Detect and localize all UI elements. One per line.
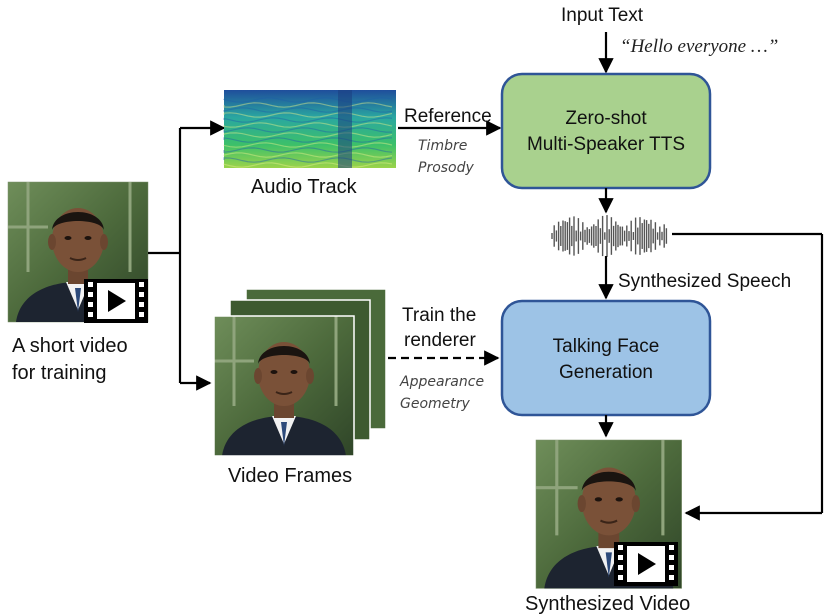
source-label-line2: for training [12, 362, 107, 384]
train-attr-appearance: Appearance [399, 374, 484, 390]
talking-face-box-line2: Generation [559, 362, 653, 383]
video-frames-label: Video Frames [228, 465, 352, 487]
reference-label: Reference [404, 106, 492, 127]
tts-box-line2: Multi-Speaker TTS [527, 134, 685, 155]
input-text-label: Input Text [561, 5, 644, 26]
video-frames-stack [212, 288, 387, 458]
input-text-quote: “Hello everyone …” [620, 36, 778, 57]
source-label-line1: A short video [12, 335, 128, 357]
reference-attr-prosody: Prosody [418, 160, 475, 176]
train-label-line2: renderer [404, 330, 476, 351]
talking-face-box-line1: Talking Face [553, 336, 660, 357]
video-play-icon [614, 542, 678, 586]
audio-track-label: Audio Track [251, 176, 358, 198]
video-play-icon [84, 279, 148, 323]
tts-box: Zero-shot Multi-Speaker TTS [500, 72, 712, 190]
train-label-line1: Train the [402, 305, 476, 326]
talking-face-box: Talking Face Generation [500, 299, 712, 417]
synthesized-video-label: Synthesized Video [525, 593, 690, 615]
train-attr-geometry: Geometry [400, 396, 471, 412]
spectrogram-icon [223, 90, 396, 168]
waveform-icon [551, 215, 668, 257]
synthesized-video-thumbnail [534, 438, 684, 590]
speech-loop-connector [672, 232, 824, 521]
synthesized-speech-label: Synthesized Speech [618, 271, 791, 292]
source-video-thumbnail [6, 180, 150, 324]
tts-box-line1: Zero-shot [565, 108, 647, 129]
reference-attr-timbre: Timbre [418, 138, 467, 154]
branch-connector [148, 120, 226, 391]
